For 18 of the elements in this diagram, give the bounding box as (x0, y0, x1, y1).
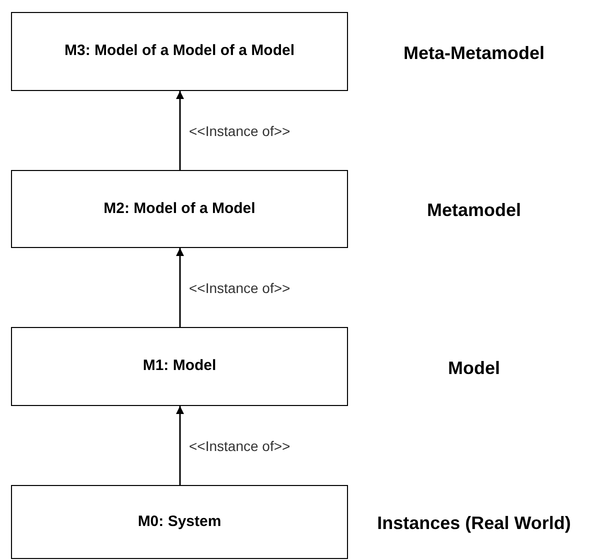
level-label: Model (448, 356, 500, 380)
box-label: M2: Model of a Model (104, 198, 256, 219)
edge-label: <<Instance of>> (189, 122, 290, 140)
box-label: M0: System (138, 512, 222, 532)
edge-label: <<Instance of>> (189, 436, 290, 456)
arrow (176, 91, 184, 170)
arrow (176, 248, 184, 327)
edge-label: <<Instance of>> (189, 278, 290, 298)
model-box (11, 327, 348, 406)
arrow (176, 406, 184, 485)
model-box (11, 485, 348, 559)
model-box (11, 12, 348, 91)
model-box (11, 170, 348, 248)
box-label: M3: Model of a Model of a Model (64, 41, 294, 62)
level-label: Metamodel (426, 199, 522, 222)
level-label: Instances (Real World) (377, 512, 571, 535)
box-label: M1: Model (142, 356, 216, 376)
level-label: Meta-Metamodel (403, 42, 545, 64)
